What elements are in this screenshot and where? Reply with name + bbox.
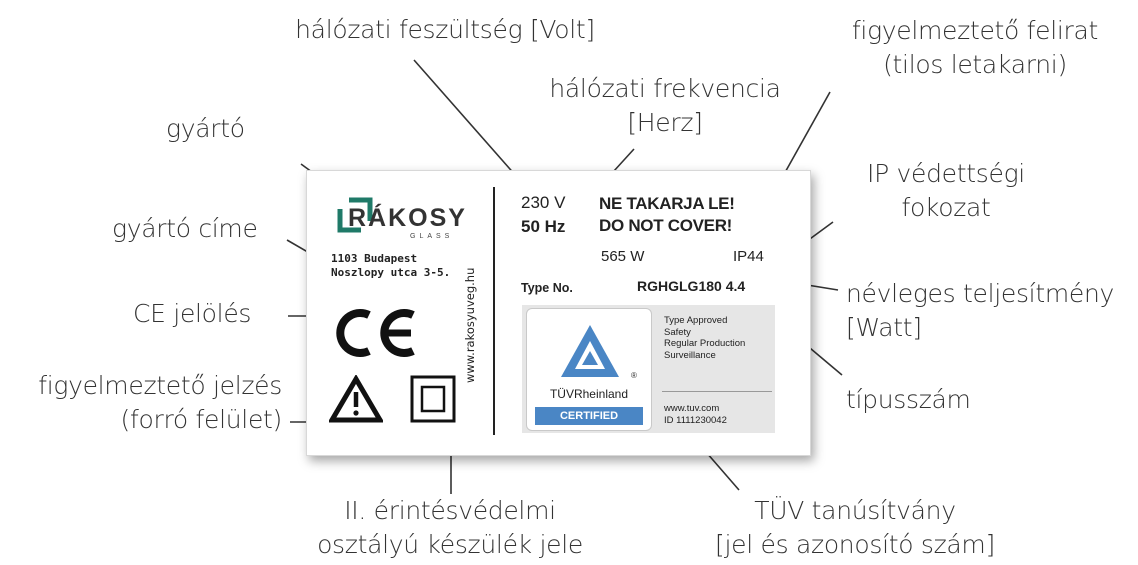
callout-ip-line1: IP védettségi (867, 159, 1025, 188)
callout-power-line1: névleges teljesítmény (846, 279, 1115, 308)
tuv-line3: Regular Production (664, 338, 746, 349)
callout-power-line2: [Watt] (846, 313, 922, 342)
callout-type-number: típusszám (846, 385, 971, 414)
callout-class-ii: II. érintésvédelmi osztályú készülék jel… (300, 494, 600, 562)
type-number-value: RGHGLG180 4.4 (637, 278, 746, 294)
vertical-divider (493, 187, 495, 435)
callout-class-ii-line2: osztályú készülék jele (317, 530, 583, 559)
warning-line1: NE TAKARJA LE! (599, 194, 735, 213)
callout-tuv-line2: [jel és azonosító szám] (715, 530, 995, 559)
manufacturer-address: 1103 Budapest Noszlopy utca 3-5. (331, 252, 450, 280)
tuv-certified-banner: CERTIFIED (535, 407, 643, 425)
tuv-registered-mark: ® (631, 371, 637, 380)
tuv-line4: Surveillance (664, 349, 716, 361)
brand-subtitle: GLASS (410, 233, 454, 240)
voltage-value: 230 V (521, 193, 566, 212)
callout-address: gyártó címe (112, 214, 258, 243)
address-line2: Noszlopy utca 3-5. (331, 266, 451, 279)
power-value: 565 W (601, 248, 645, 265)
type-label: Type No. (521, 281, 573, 295)
callout-frequency-line1: hálózati frekvencia (549, 74, 781, 103)
rating-plate: RÁKOSY GLASS 1103 Budapest Noszlopy utca… (306, 170, 811, 456)
website-text: www.rakosyuveg.hu (463, 267, 477, 383)
warning-line2: DO NOT COVER! (599, 216, 733, 235)
address-line1: 1103 Budapest (331, 252, 418, 265)
callout-ce: CE jelölés (133, 299, 252, 328)
callout-warning-symbol-line1: figyelmeztető jelzés (38, 371, 282, 400)
tuv-line1: Type Approved (664, 315, 728, 326)
ip-rating: IP44 (733, 248, 764, 265)
tuv-url: www.tuv.com (664, 403, 720, 414)
tuv-triangle-icon (561, 325, 619, 377)
tuv-approval-text: Type Approved Safety Regular Production … (664, 315, 745, 361)
callout-tuv: TÜV tanúsítvány [jel és azonosító szám] (690, 494, 1020, 562)
callout-tuv-line1: TÜV tanúsítvány (754, 496, 956, 525)
callout-power: névleges teljesítmény [Watt] (846, 277, 1114, 345)
callout-warning-symbol: figyelmeztető jelzés (forró felület) (0, 369, 282, 437)
callout-warning-text: figyelmeztető felirat (tilos letakarni) (850, 14, 1100, 82)
tuv-id: ID 1111230042 (664, 414, 727, 426)
tuv-footer: www.tuv.com ID 1111230042 (664, 403, 727, 426)
tuv-separator (662, 391, 772, 392)
tuv-brand: TÜVRheinland (549, 387, 629, 401)
hot-surface-warning-icon (329, 375, 383, 423)
callout-manufacturer: gyártó (166, 114, 245, 143)
frequency-value: 50 Hz (521, 217, 566, 236)
callout-ip: IP védettségi fokozat (846, 157, 1046, 225)
callout-voltage: hálózati feszültség [Volt] (295, 15, 595, 44)
callout-ip-line2: fokozat (901, 193, 991, 222)
callout-warning-symbol-line2: (forró felület) (120, 405, 283, 434)
class-ii-icon (410, 375, 456, 423)
do-not-cover-warning: NE TAKARJA LE! DO NOT COVER! (599, 193, 735, 237)
tuv-certificate: ® TÜVRheinland CERTIFIED Type Approved S… (522, 305, 775, 433)
callout-frequency: hálózati frekvencia [Herz] (530, 72, 800, 140)
callout-warning-text-line1: figyelmeztető felirat (851, 16, 1099, 45)
callout-warning-text-line2: (tilos letakarni) (883, 50, 1067, 79)
rakosy-logo-icon (337, 197, 373, 233)
callout-frequency-line2: [Herz] (627, 108, 703, 137)
callout-class-ii-line1: II. érintésvédelmi (344, 496, 556, 525)
tuv-badge: ® TÜVRheinland CERTIFIED (526, 308, 652, 431)
leader-voltage (413, 59, 525, 186)
brand-name: RÁKOSY (348, 204, 467, 232)
ce-mark-icon (336, 309, 415, 357)
tuv-line2: Safety (664, 326, 691, 338)
